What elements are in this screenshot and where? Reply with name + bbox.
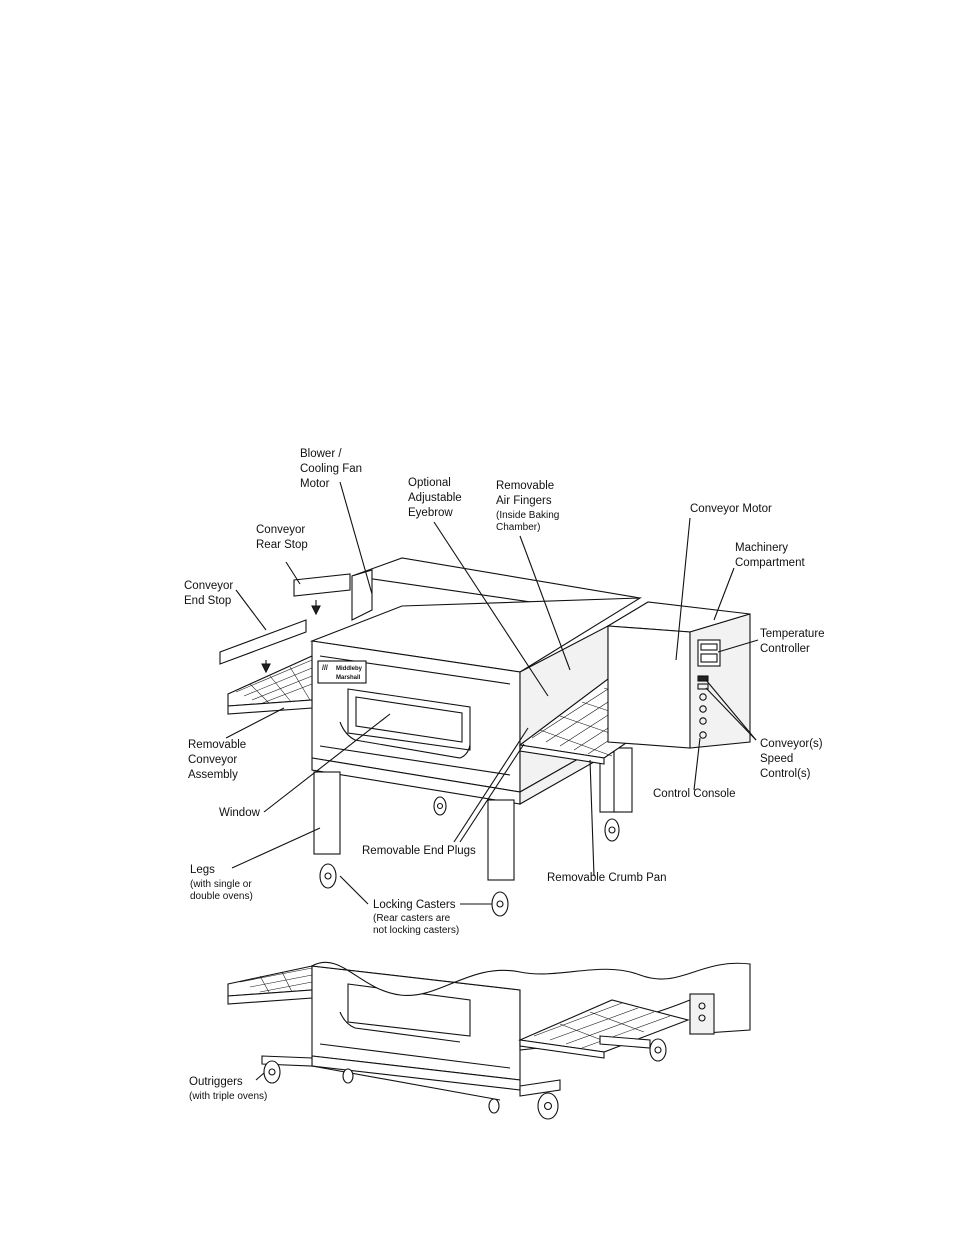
label-window: Window [219, 807, 260, 819]
cutaway-edge [310, 961, 751, 1051]
label-crumb-pan: Removable Crumb Pan [547, 872, 667, 884]
end-stop [219, 619, 307, 665]
label-eyebrow: Optional Adjustable Eyebrow [408, 477, 462, 519]
window-handle [339, 721, 471, 759]
casters [319, 796, 620, 917]
label-speed-control: Conveyor(s) Speed Control(s) [760, 738, 823, 780]
label-conveyor-motor: Conveyor Motor [690, 503, 772, 515]
label-legs-note: (with single or double ovens) [190, 879, 253, 902]
oven-window [347, 688, 471, 751]
label-control-console: Control Console [653, 788, 736, 800]
console-knobs [699, 693, 707, 739]
label-machinery: Machinery Compartment [735, 542, 805, 569]
label-rear-stop: Conveyor Rear Stop [256, 524, 308, 551]
label-legs: Legs [190, 864, 215, 876]
brand-plate [317, 660, 367, 684]
label-end-plugs: Removable End Plugs [362, 845, 476, 857]
label-air-fingers: Removable Air Fingers [496, 480, 555, 507]
label-locking-casters: Locking Casters [373, 899, 456, 911]
window-frame [355, 696, 463, 743]
label-casters-note: (Rear casters are not locking casters) [373, 913, 460, 936]
label-air-fingers-note: (Inside Baking Chamber) [496, 510, 560, 533]
lower-oven-window [347, 983, 471, 1037]
svg-text:///: /// [322, 665, 328, 672]
label-blower: Blower / Cooling Fan Motor [300, 448, 363, 490]
lower-casters [263, 1038, 667, 1120]
label-end-stop: Conveyor End Stop [184, 580, 234, 607]
left-conveyor-grid [235, 659, 313, 707]
label-outriggers: Outriggers [189, 1076, 243, 1088]
svg-text:Marshall: Marshall [336, 675, 361, 681]
label-temp-controller: Temperature Controller [760, 628, 825, 655]
speed-control [697, 675, 709, 682]
temp-controller [697, 639, 721, 667]
rear-stop [293, 573, 351, 597]
blower-housing [351, 569, 373, 621]
leader-lines [225, 481, 759, 1081]
legs [313, 747, 633, 881]
svg-text:Middleby: Middleby [336, 666, 363, 672]
label-conveyor-assembly: Removable Conveyor Assembly [188, 739, 247, 781]
label-outriggers-note: (with triple ovens) [189, 1091, 268, 1102]
